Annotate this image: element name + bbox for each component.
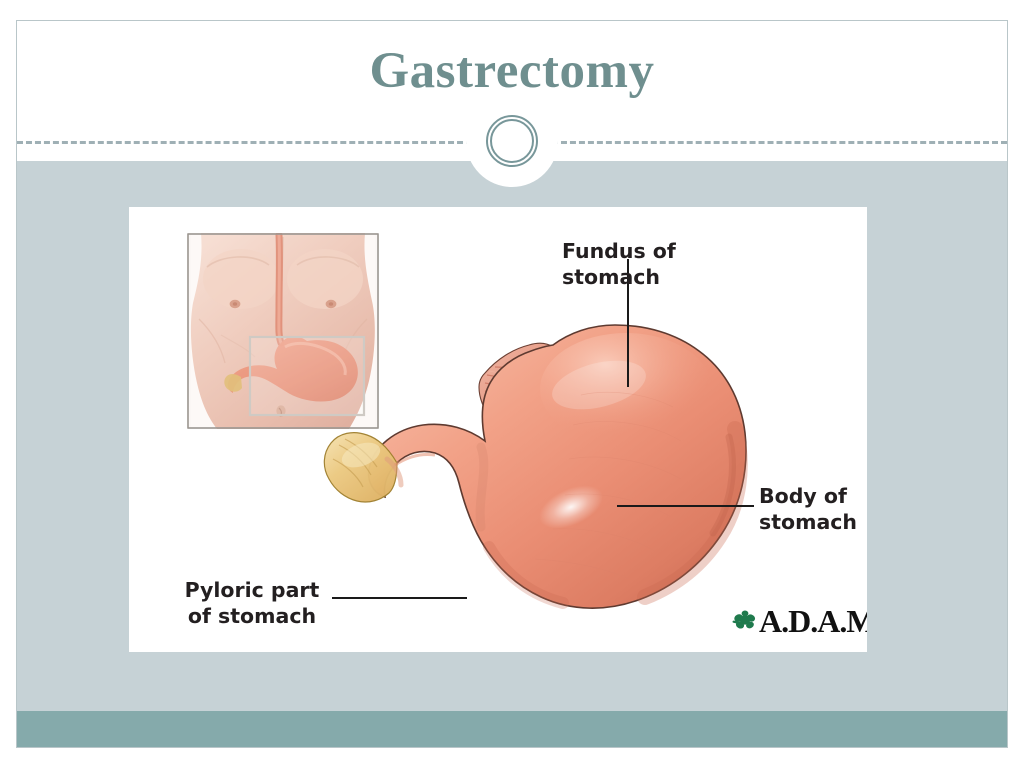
presentation-slide: Gastrectomy [16, 20, 1008, 748]
label-body-of-stomach: Body of stomach [759, 484, 858, 535]
page-title: Gastrectomy [369, 43, 655, 99]
torso-inset [187, 233, 379, 429]
slide-footer-band [17, 711, 1007, 747]
circle-ornament [466, 95, 558, 187]
leaf-icon [732, 610, 756, 629]
inset-highlight-rect [248, 335, 366, 417]
label-fundus-of-stomach: Fundus of stomach [562, 239, 676, 290]
adam-logo-text: A.D.A.M. [759, 603, 867, 639]
circle-ring-inner [490, 119, 534, 163]
divider-line-right [551, 141, 1007, 144]
stomach-anatomy-illustration [187, 233, 754, 609]
label-pyloric-part-of-stomach: Pyloric part of stomach [184, 578, 320, 629]
stomach-organ [323, 324, 748, 609]
illustration-panel: Fundus of stomach Body of stomach Pylori… [129, 207, 867, 652]
divider-line-left [17, 141, 473, 144]
circle-ring-outer [486, 115, 538, 167]
adam-logo: A.D.A.M. [732, 605, 867, 637]
